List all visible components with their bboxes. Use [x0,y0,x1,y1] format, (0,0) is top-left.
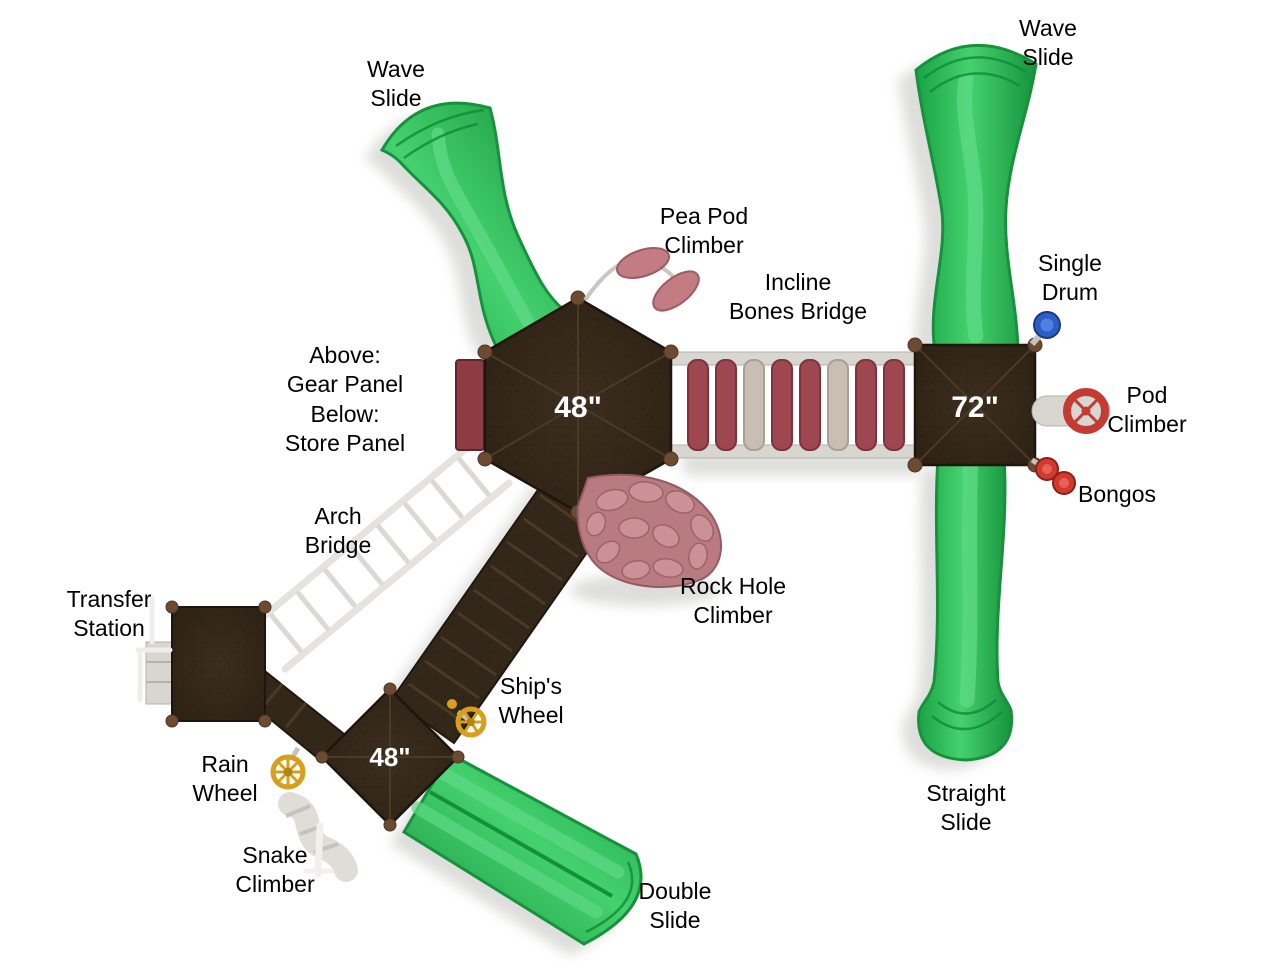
pod-climber [1031,388,1111,434]
wave-slide-left [380,101,566,350]
label-single-drum: Single Drum [1038,250,1102,306]
label-rock-hole-climber: Rock Hole Climber [679,573,787,629]
double-slide [402,752,643,946]
pea-pod-climber [583,247,700,312]
straight-slide [917,447,1014,762]
single-drum [1029,311,1061,347]
hex-deck-48: 48" [455,290,679,520]
label-double-slide: Double Slide [638,878,712,934]
label-pea-pod-climber: Pea Pod Climber [659,203,749,259]
label-wave-slide-left: Wave Slide [367,56,425,112]
hex-deck-size-label: 48" [554,391,602,424]
square-deck-48-size-label: 48" [369,742,410,772]
label-panel-note: Above: Gear Panel Below: Store Panel [284,342,406,457]
label-ships-wheel: Ship's Wheel [498,673,564,729]
label-snake-climber: Snake Climber [235,842,315,898]
square-deck-72: 72" [907,337,1043,473]
label-straight-slide: Straight Slide [926,780,1006,836]
square-deck-48: 48" [315,682,465,832]
stair-ramp [390,472,613,745]
label-incline-bones-bridge: Incline Bones Bridge [728,269,868,325]
arch-bridge [247,437,513,673]
transfer-station [135,595,272,728]
ships-wheel [447,699,487,738]
label-arch-bridge: Arch Bridge [304,503,372,559]
label-wave-slide-right: Wave Slide [1019,15,1077,71]
label-transfer-station: Transfer Station [66,586,152,642]
square-deck-48-posts [315,682,465,832]
label-rain-wheel: Rain Wheel [192,751,258,807]
gear-store-panel [455,359,485,451]
bongos [1030,457,1076,495]
square-deck-72-size-label: 72" [951,391,999,424]
rain-wheel [270,746,306,790]
label-pod-climber: Pod Climber [1107,382,1187,438]
wave-slide-right [914,43,1038,354]
incline-bones-bridge [665,351,919,459]
label-bongos: Bongos [1077,481,1157,507]
transfer-station-posts [165,600,272,728]
rock-hole-climber [576,473,723,588]
snake-climber [278,792,358,882]
